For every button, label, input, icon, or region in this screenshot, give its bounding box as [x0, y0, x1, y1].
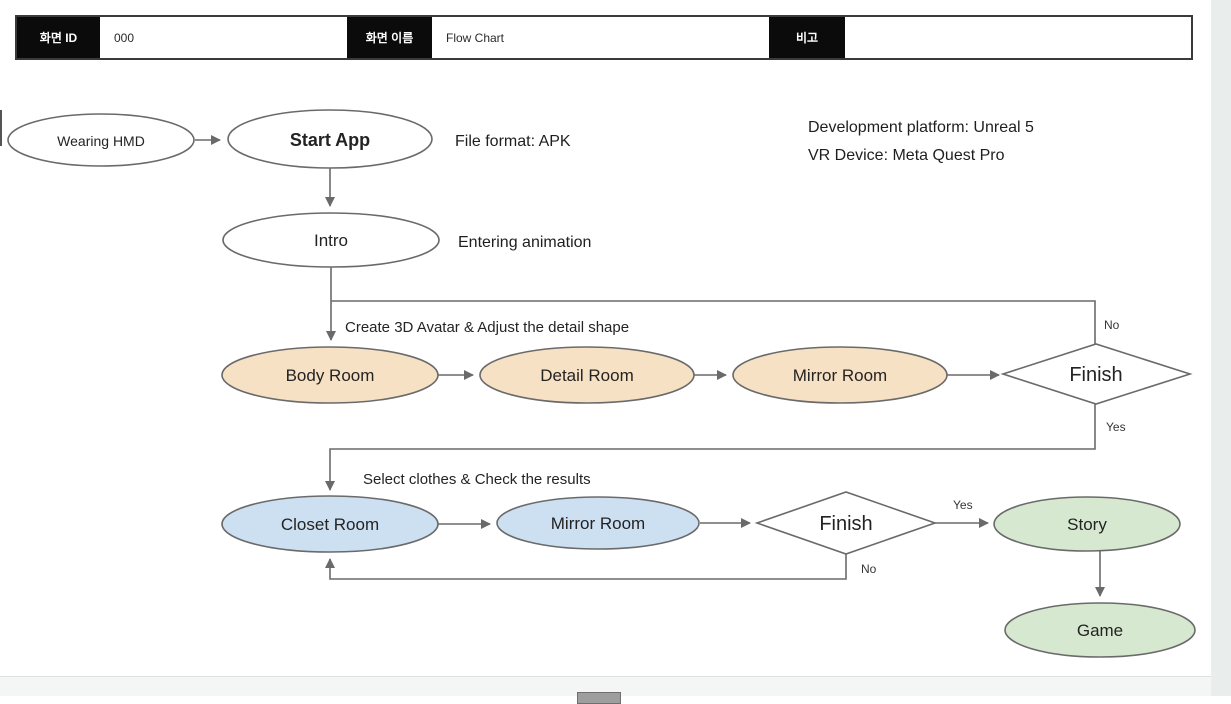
finish1-yes-label: Yes — [1106, 420, 1126, 434]
body-room-label: Body Room — [286, 366, 375, 385]
left-edge-artifact — [0, 110, 2, 146]
bottom-background-strip — [0, 676, 1211, 696]
node-mirror-room-1: Mirror Room — [732, 346, 948, 404]
wearing-hmd-label: Wearing HMD — [57, 133, 145, 149]
intro-ellipse — [222, 212, 440, 268]
node-intro: Intro — [222, 212, 440, 268]
node-finish-1: Finish — [1000, 343, 1193, 405]
annotation-vr-device: VR Device: Meta Quest Pro — [808, 147, 1005, 164]
wearing-hmd-ellipse — [7, 113, 195, 167]
annotation-intro-note: Entering animation — [458, 234, 591, 251]
start-app-ellipse — [227, 109, 433, 169]
closet-room-label: Closet Room — [281, 515, 379, 534]
detail-room-label: Detail Room — [540, 366, 634, 385]
screen-id-label: 화면 ID — [17, 17, 100, 58]
detail-room-ellipse — [479, 346, 695, 404]
start-app-label: Start App — [290, 130, 370, 150]
node-detail-room: Detail Room — [479, 346, 695, 404]
node-start-app: Start App — [227, 109, 433, 169]
bottom-scrollbar-thumb[interactable] — [577, 692, 621, 704]
mirror-room-1-ellipse — [732, 346, 948, 404]
intro-label: Intro — [314, 231, 348, 250]
remarks-label: 비고 — [769, 17, 845, 58]
finish1-no-label: No — [1104, 318, 1120, 332]
game-label: Game — [1077, 621, 1123, 640]
finish-2-label: Finish — [819, 513, 872, 535]
node-wearing-hmd: Wearing HMD — [7, 113, 195, 167]
node-finish-2: Finish — [754, 491, 938, 555]
screen-id-value: 000 — [114, 30, 135, 45]
right-background-strip — [1211, 0, 1231, 696]
finish2-no-label: No — [861, 562, 877, 576]
finish2-yes-label: Yes — [953, 498, 973, 512]
mirror-room-2-label: Mirror Room — [551, 514, 645, 533]
screen-name-label: 화면 이름 — [347, 17, 432, 58]
game-ellipse — [1004, 602, 1196, 658]
finish-1-label: Finish — [1069, 364, 1122, 386]
story-ellipse — [993, 496, 1181, 552]
mirror-room-1-label: Mirror Room — [793, 366, 887, 385]
node-closet-room: Closet Room — [221, 495, 439, 553]
screen-name-value: Flow Chart — [446, 30, 505, 45]
finish-1-diamond — [1000, 343, 1193, 405]
annotation-avatar-row: Create 3D Avatar & Adjust the detail sha… — [345, 319, 629, 336]
closet-room-ellipse — [221, 495, 439, 553]
annotation-file-format: File format: APK — [455, 133, 571, 150]
node-story: Story — [993, 496, 1181, 552]
annotation-platform: Development platform: Unreal 5 — [808, 119, 1034, 136]
annotation-clothes-row: Select clothes & Check the results — [363, 471, 591, 488]
story-label: Story — [1067, 515, 1107, 534]
node-mirror-room-2: Mirror Room — [496, 496, 700, 550]
node-game: Game — [1004, 602, 1196, 658]
edge-finish1-no-loop — [331, 300, 1096, 344]
edge-finish1-yes-closetroom — [325, 404, 1096, 491]
body-room-ellipse — [221, 346, 439, 404]
mirror-room-2-ellipse — [496, 496, 700, 550]
finish-2-diamond — [754, 491, 938, 555]
node-body-room: Body Room — [221, 346, 439, 404]
edge-finish2-no-loop — [325, 554, 847, 580]
screen-info-table: 화면 ID 000 화면 이름 Flow Chart 비고 — [15, 15, 1193, 60]
